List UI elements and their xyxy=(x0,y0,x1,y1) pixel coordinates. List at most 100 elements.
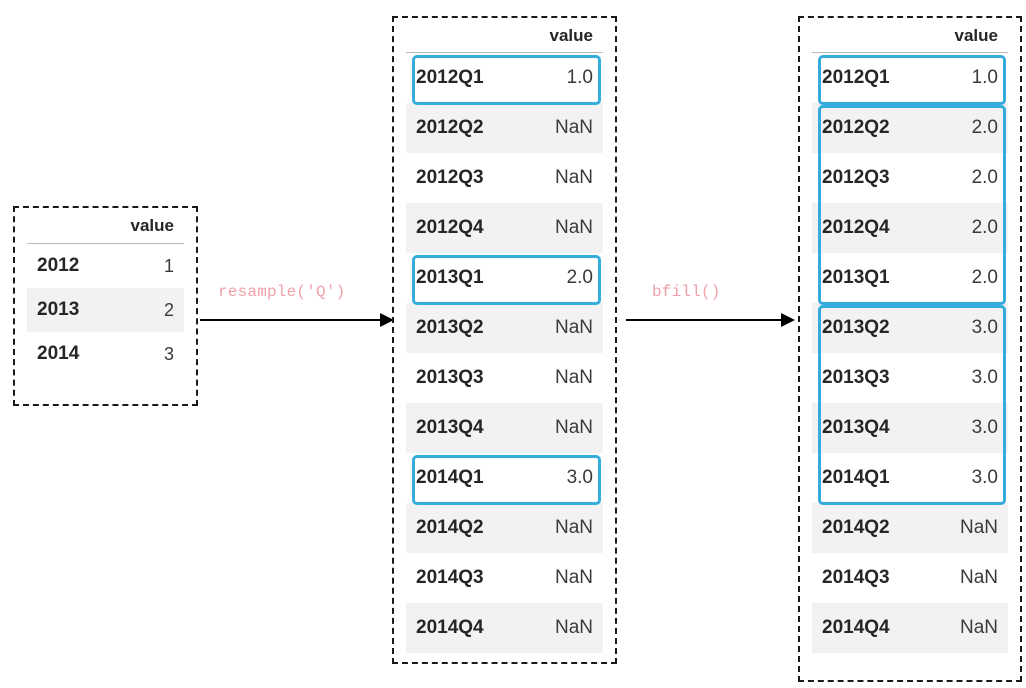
row-value-cell: 2.0 xyxy=(566,267,593,288)
index-column-header xyxy=(406,26,521,53)
row-index-cell: 2013Q3 xyxy=(822,367,890,388)
arrow-resample-label: resample('Q') xyxy=(218,283,346,301)
row-value-cell: NaN xyxy=(520,403,603,453)
row-value-cell: 3.0 xyxy=(971,467,998,488)
row-value-cell: 2 xyxy=(108,288,184,332)
row-index-cell: 2012Q2 xyxy=(406,103,521,153)
row-index-cell: 2014Q3 xyxy=(822,567,890,588)
table-row: 2013Q1 2.0 xyxy=(812,253,1008,303)
row-index-cell: 2014Q1 xyxy=(416,467,484,488)
arrow-bfill xyxy=(626,319,793,321)
table-row: 2013Q1 2.0 xyxy=(406,253,603,303)
arrow-bfill-label: bfill() xyxy=(652,283,721,301)
value-column-header: value xyxy=(520,26,603,53)
row-index-cell: 2012Q4 xyxy=(812,203,926,253)
row-index-cell: 2012Q1 xyxy=(416,67,484,88)
row-value-cell: NaN xyxy=(925,503,1008,553)
index-column-header xyxy=(27,216,109,244)
index-column-header xyxy=(812,26,926,53)
table-row: 2014Q1 3.0 xyxy=(406,453,603,503)
row-index-cell: 2012Q4 xyxy=(406,203,521,253)
row-value-cell: 2.0 xyxy=(925,103,1008,153)
table-header-row: value xyxy=(27,216,184,244)
table-row: 2012Q1 1.0 xyxy=(406,53,603,104)
row-index-cell: 2012 xyxy=(37,255,80,276)
row-value-cell: NaN xyxy=(520,103,603,153)
row-value-cell: NaN xyxy=(554,567,593,588)
row-index-cell: 2013 xyxy=(27,288,109,332)
row-value-cell: 3.0 xyxy=(971,367,998,388)
row-index-cell: 2012Q1 xyxy=(822,67,890,88)
row-value-cell: 1.0 xyxy=(566,67,593,88)
row-value-cell: 3.0 xyxy=(925,303,1008,353)
row-value-cell: NaN xyxy=(520,603,603,653)
value-column-header: value xyxy=(925,26,1008,53)
table-row: 2014Q3 NaN xyxy=(812,553,1008,603)
row-value-cell: NaN xyxy=(520,303,603,353)
row-index-cell: 2013Q1 xyxy=(822,267,890,288)
row-index-cell: 2014Q2 xyxy=(812,503,926,553)
table-row: 2014 3 xyxy=(27,332,184,376)
row-value-cell: 2.0 xyxy=(971,267,998,288)
table-header-row: value xyxy=(406,26,603,53)
row-value-cell: NaN xyxy=(925,603,1008,653)
row-index-cell: 2013Q3 xyxy=(416,367,484,388)
row-value-cell: 2.0 xyxy=(971,167,998,188)
row-index-cell: 2014 xyxy=(37,343,80,364)
row-value-cell: NaN xyxy=(959,567,998,588)
row-index-cell: 2014Q4 xyxy=(812,603,926,653)
row-index-cell: 2013Q2 xyxy=(406,303,521,353)
row-value-cell: 2.0 xyxy=(925,203,1008,253)
table-row: 2014Q1 3.0 xyxy=(812,453,1008,503)
row-index-cell: 2013Q1 xyxy=(416,267,484,288)
table-row: 2012Q3 NaN xyxy=(406,153,603,203)
table-row: 2012 1 xyxy=(27,244,184,289)
row-index-cell: 2012Q3 xyxy=(416,167,484,188)
table-row: 2012Q1 1.0 xyxy=(812,53,1008,104)
row-index-cell: 2014Q1 xyxy=(822,467,890,488)
row-value-cell: 3 xyxy=(163,343,174,364)
row-value-cell: NaN xyxy=(520,203,603,253)
row-index-cell: 2014Q2 xyxy=(406,503,521,553)
row-index-cell: 2013Q4 xyxy=(406,403,521,453)
row-index-cell: 2013Q4 xyxy=(812,403,926,453)
table-header-row: value xyxy=(812,26,1008,53)
arrow-resample xyxy=(200,319,392,321)
row-value-cell: 3.0 xyxy=(566,467,593,488)
table-row: 2013Q3 3.0 xyxy=(812,353,1008,403)
row-value-cell: NaN xyxy=(554,167,593,188)
row-value-cell: 1.0 xyxy=(971,67,998,88)
row-index-cell: 2012Q3 xyxy=(822,167,890,188)
value-column-header: value xyxy=(108,216,184,244)
table-row: 2012Q3 2.0 xyxy=(812,153,1008,203)
row-index-cell: 2013Q2 xyxy=(812,303,926,353)
row-value-cell: 1 xyxy=(163,255,174,276)
row-index-cell: 2014Q4 xyxy=(406,603,521,653)
row-index-cell: 2012Q2 xyxy=(812,103,926,153)
